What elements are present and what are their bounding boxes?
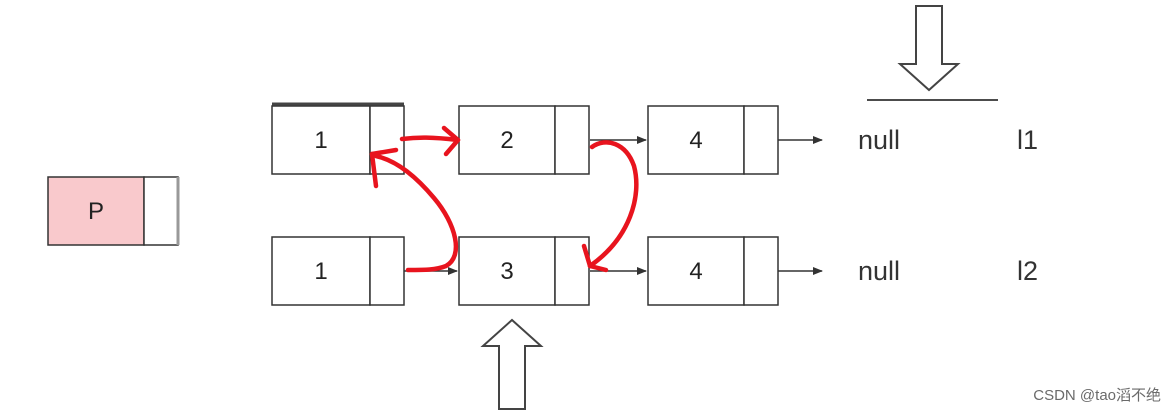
list2-null-label: null [858, 256, 900, 286]
list1-node-3-value: 4 [689, 127, 702, 154]
list2-node-1-value: 1 [314, 258, 327, 285]
list2-node-2-value: 3 [500, 258, 513, 285]
csdn-watermark: CSDN @tao滔不绝 [1033, 387, 1161, 404]
list1-name-label: l1 [1017, 125, 1038, 155]
list2-node-1: 1 [271, 236, 405, 306]
list1-node-1: 1 [271, 102, 405, 175]
list1-node-3: 4 [647, 105, 779, 175]
pointer-p-label: P [88, 198, 104, 225]
list2-name-label: l2 [1017, 256, 1038, 286]
list2-node-3-value: 4 [689, 258, 702, 285]
list2-node-2: 3 [458, 236, 590, 306]
top-hollow-down-arrow [897, 5, 961, 92]
list1-node-2: 2 [458, 105, 590, 175]
list2-node-3: 4 [647, 236, 779, 306]
red-arrow-1-to-2 [399, 125, 461, 157]
pointer-p-node: P [47, 176, 180, 246]
list1-null-label: null [858, 125, 900, 155]
red-arrow-2-to-3 [581, 140, 639, 273]
list1-node-1-value: 1 [314, 127, 327, 154]
red-arrow-3-to-list1-node1 [369, 147, 459, 273]
list1-node-2-value: 2 [500, 127, 513, 154]
bottom-hollow-up-arrow [480, 318, 544, 410]
